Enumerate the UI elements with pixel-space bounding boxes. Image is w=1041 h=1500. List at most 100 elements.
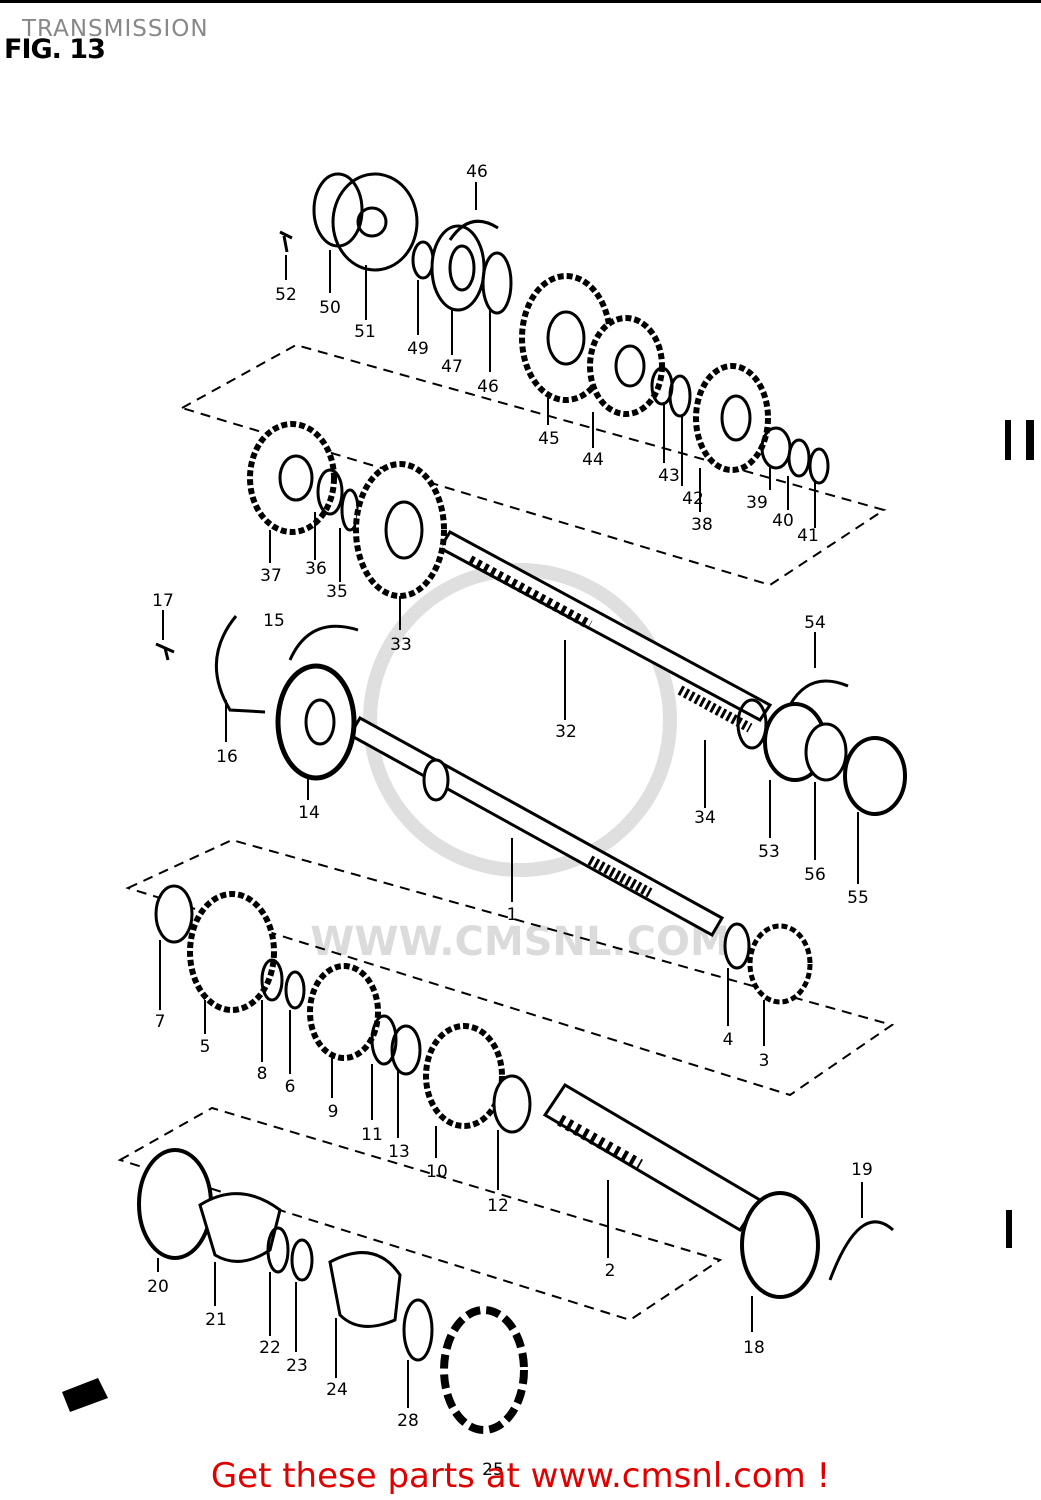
part-num-1[interactable]: 1	[507, 905, 518, 925]
get-parts-link[interactable]: Get these parts at www.cmsnl.com !	[210, 1456, 831, 1496]
part-num-15[interactable]: 15	[263, 611, 285, 631]
part-num-23[interactable]: 23	[286, 1356, 308, 1376]
part-num-34[interactable]: 34	[694, 808, 716, 828]
washer-40	[787, 438, 811, 478]
part-num-37[interactable]: 37	[260, 566, 282, 586]
part-num-39[interactable]: 39	[746, 493, 768, 513]
part-num-51[interactable]: 51	[354, 322, 376, 342]
part-num-28[interactable]: 28	[397, 1411, 419, 1431]
part-num-18[interactable]: 18	[743, 1338, 765, 1358]
part-num-41[interactable]: 41	[797, 526, 819, 546]
bushing-36	[316, 468, 344, 516]
part-num-5[interactable]: 5	[200, 1037, 211, 1057]
screw-52	[279, 230, 293, 253]
part-num-46-clip[interactable]: 46	[466, 162, 488, 182]
part-num-13[interactable]: 13	[388, 1142, 410, 1162]
bushing-11	[370, 1014, 398, 1066]
ring-22	[266, 1226, 290, 1274]
part-numbers: 52 50 51 49 47 46 46 45 44 43 42 38 39 4…	[147, 162, 873, 1480]
countershaft-32	[437, 530, 773, 733]
page-title: TRANSMISSION	[22, 16, 209, 42]
cam-24	[328, 1251, 402, 1328]
seal-18	[740, 1191, 820, 1299]
direction-arrow-icon	[62, 1378, 108, 1412]
washer-8	[260, 958, 284, 1002]
part-num-53[interactable]: 53	[758, 842, 780, 862]
part-num-17[interactable]: 17	[152, 591, 174, 611]
oil-seal-55	[843, 736, 907, 816]
part-num-44[interactable]: 44	[582, 450, 604, 470]
watermark: WWW.CMSNL.COM	[310, 563, 730, 965]
part-num-2[interactable]: 2	[605, 1261, 616, 1281]
clip-54	[788, 679, 849, 706]
part-num-16[interactable]: 16	[216, 747, 238, 767]
part-num-55[interactable]: 55	[847, 888, 869, 908]
part-num-14[interactable]: 14	[298, 803, 320, 823]
part-num-56[interactable]: 56	[804, 865, 826, 885]
part-num-7[interactable]: 7	[155, 1012, 166, 1032]
part-num-42[interactable]: 42	[682, 489, 704, 509]
part-num-54[interactable]: 54	[804, 613, 826, 633]
part-num-40[interactable]: 40	[772, 511, 794, 531]
top-rule	[0, 0, 1041, 3]
part-num-11[interactable]: 11	[361, 1125, 383, 1145]
bearing-47	[430, 224, 486, 312]
part-num-35[interactable]: 35	[326, 582, 348, 602]
part-num-32[interactable]: 32	[555, 722, 577, 742]
spring-25	[440, 1306, 528, 1434]
part-num-3[interactable]: 3	[759, 1051, 770, 1071]
lower-group-outline	[117, 1106, 723, 1322]
cover-50	[312, 172, 364, 248]
part-num-49[interactable]: 49	[407, 339, 429, 359]
washer-13	[390, 1024, 422, 1076]
circlip-41	[808, 447, 830, 485]
gear-38	[693, 363, 771, 473]
cover-plate-51	[331, 172, 419, 272]
driveshaft-gear-group-outline	[125, 838, 895, 1097]
part-num-52[interactable]: 52	[275, 285, 297, 305]
part-num-25[interactable]: 25	[482, 1460, 504, 1480]
part-num-12[interactable]: 12	[487, 1196, 509, 1216]
clip-15	[288, 624, 359, 661]
washer-46	[481, 251, 513, 315]
part-num-9[interactable]: 9	[328, 1102, 339, 1122]
bearing-retainer-16	[214, 615, 266, 714]
part-num-43[interactable]: 43	[658, 466, 680, 486]
cam-21	[198, 1192, 282, 1263]
part-num-22[interactable]: 22	[259, 1338, 281, 1358]
part-num-24[interactable]: 24	[326, 1380, 348, 1400]
part-num-36[interactable]: 36	[305, 559, 327, 579]
clip-19	[828, 1220, 895, 1281]
part-num-50[interactable]: 50	[319, 298, 341, 318]
part-num-6[interactable]: 6	[285, 1077, 296, 1097]
gear-3	[747, 923, 813, 1005]
bushing-12	[492, 1074, 532, 1134]
circlip-49	[411, 240, 435, 280]
washer-34	[736, 698, 768, 750]
part-num-21[interactable]: 21	[205, 1310, 227, 1330]
gear-44	[587, 315, 665, 417]
part-num-19[interactable]: 19	[851, 1160, 873, 1180]
part-num-47[interactable]: 47	[441, 357, 463, 377]
part-num-10[interactable]: 10	[426, 1162, 448, 1182]
part-num-20[interactable]: 20	[147, 1277, 169, 1297]
output-shaft-2	[542, 1082, 763, 1233]
bushing-7	[154, 884, 194, 944]
edge-marks	[62, 420, 1034, 1412]
part-num-46-washer[interactable]: 46	[477, 377, 499, 397]
part-num-45[interactable]: 45	[538, 429, 560, 449]
bushing-56	[804, 722, 848, 782]
part-num-38[interactable]: 38	[691, 515, 713, 535]
components	[137, 172, 907, 1434]
gear-5	[187, 891, 277, 1013]
part-num-33[interactable]: 33	[390, 635, 412, 655]
figure-label: FIG. 13	[4, 34, 106, 65]
part-num-4[interactable]: 4	[723, 1030, 734, 1050]
ring-23	[290, 1238, 314, 1282]
circlip-6	[284, 970, 306, 1010]
part-num-8[interactable]: 8	[257, 1064, 268, 1084]
bushing-39	[760, 426, 792, 470]
watermark-text: WWW.CMSNL.COM	[310, 919, 730, 965]
gear-9	[307, 963, 381, 1061]
